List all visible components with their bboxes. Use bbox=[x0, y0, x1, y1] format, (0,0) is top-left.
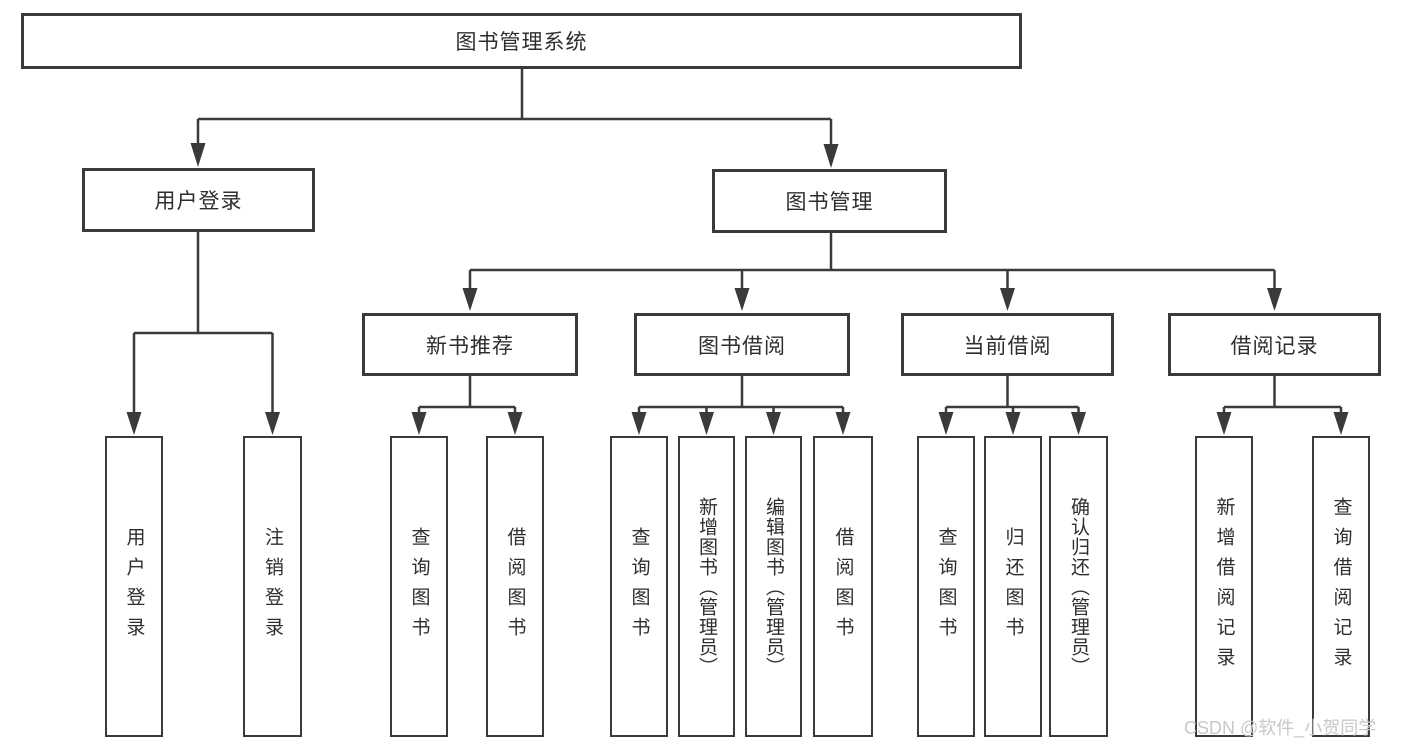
node-current-borrow: 当前借阅 bbox=[901, 313, 1114, 376]
leaf-query-books-recommend: 查询图书 bbox=[390, 436, 448, 737]
leaf-return-books: 归还图书 bbox=[984, 436, 1042, 737]
arrowhead bbox=[1267, 288, 1282, 311]
arrowhead bbox=[126, 412, 142, 435]
arrowhead bbox=[1216, 412, 1232, 435]
node-label: 新书推荐 bbox=[426, 334, 514, 358]
node-label: 查询图书 bbox=[408, 526, 430, 647]
arrowhead bbox=[938, 412, 954, 435]
node-label: 归还图书 bbox=[1002, 526, 1024, 647]
node-label: 用户登录 bbox=[154, 190, 243, 213]
arrowhead bbox=[835, 412, 851, 435]
connector-new-book-recommend-to-leaves bbox=[411, 376, 523, 435]
node-label: 当前借阅 bbox=[963, 334, 1052, 358]
node-book-management: 图书管理 bbox=[712, 169, 947, 233]
connector-book-management-to-level3 bbox=[462, 233, 1282, 311]
connector-book-borrow-to-leaves bbox=[631, 376, 851, 435]
leaf-borrow-books: 借阅图书 bbox=[813, 436, 873, 737]
node-label: 查询图书 bbox=[935, 526, 957, 647]
arrowhead bbox=[1005, 412, 1021, 435]
leaf-logout: 注销登录 bbox=[243, 436, 302, 737]
node-label: 新增图书（管理员） bbox=[696, 496, 717, 677]
node-label: 图书管理 bbox=[785, 191, 874, 214]
arrowhead bbox=[1071, 412, 1086, 435]
arrowhead bbox=[766, 412, 781, 435]
leaf-query-books-borrow: 查询图书 bbox=[610, 436, 668, 737]
connector-root-to-level2 bbox=[190, 69, 839, 168]
node-book-borrow: 图书借阅 bbox=[634, 313, 850, 376]
watermark: CSDN @软件_小贺同学 bbox=[1184, 718, 1377, 738]
arrowhead bbox=[1000, 288, 1015, 311]
arrowhead bbox=[462, 288, 478, 311]
leaf-confirm-return-admin: 确认归还（管理员） bbox=[1049, 436, 1108, 737]
node-root: 图书管理系统 bbox=[21, 13, 1022, 69]
node-label: 查询图书 bbox=[628, 526, 650, 647]
leaf-edit-books-admin: 编辑图书（管理员） bbox=[745, 436, 802, 737]
node-label: 借阅图书 bbox=[832, 526, 854, 647]
leaf-add-borrow-record: 新增借阅记录 bbox=[1195, 436, 1253, 737]
node-label: 查询借阅记录 bbox=[1330, 496, 1352, 677]
node-label: 图书管理系统 bbox=[455, 31, 588, 54]
leaf-borrow-books-recommend: 借阅图书 bbox=[486, 436, 544, 737]
arrowhead bbox=[699, 412, 714, 435]
leaf-query-books-current: 查询图书 bbox=[917, 436, 975, 737]
connector-borrow-records-to-leaves bbox=[1216, 376, 1349, 435]
leaf-user-login: 用户登录 bbox=[105, 436, 163, 737]
node-label: 新增借阅记录 bbox=[1213, 496, 1235, 677]
arrowhead bbox=[631, 412, 647, 435]
arrowhead bbox=[411, 412, 427, 435]
node-label: 借阅图书 bbox=[504, 526, 526, 647]
node-label: 借阅记录 bbox=[1230, 334, 1319, 358]
arrowhead bbox=[190, 143, 206, 167]
node-user-login: 用户登录 bbox=[82, 168, 315, 232]
connector-current-borrow-to-leaves bbox=[938, 376, 1086, 435]
node-label: 注销登录 bbox=[262, 526, 283, 647]
node-label: 用户登录 bbox=[123, 526, 145, 647]
node-label: 编辑图书（管理员） bbox=[763, 496, 784, 677]
node-borrow-records: 借阅记录 bbox=[1168, 313, 1381, 376]
arrowhead bbox=[1333, 412, 1349, 435]
node-label: 图书借阅 bbox=[698, 334, 786, 358]
connector-user-login-to-leaves bbox=[126, 232, 280, 435]
arrowhead bbox=[265, 412, 280, 435]
node-label: 确认归还（管理员） bbox=[1068, 496, 1089, 677]
arrowhead bbox=[734, 288, 750, 311]
leaf-query-borrow-record: 查询借阅记录 bbox=[1312, 436, 1370, 737]
leaf-add-books-admin: 新增图书（管理员） bbox=[678, 436, 735, 737]
arrowhead bbox=[823, 144, 839, 168]
arrowhead bbox=[507, 412, 523, 435]
node-new-book-recommend: 新书推荐 bbox=[362, 313, 578, 376]
